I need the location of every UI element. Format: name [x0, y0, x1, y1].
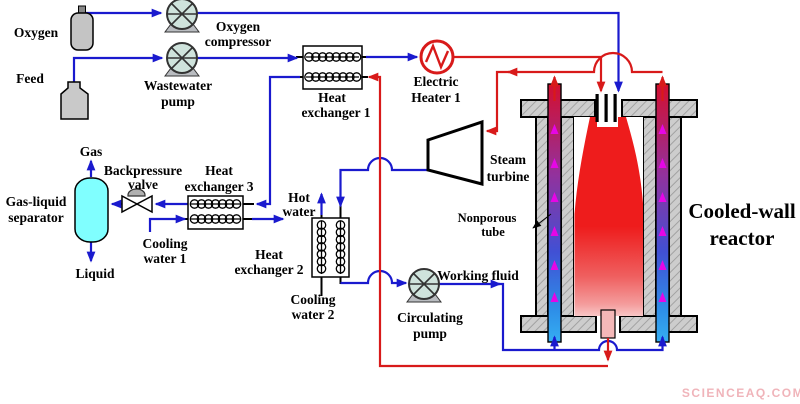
electric-heater-1	[419, 39, 455, 75]
nonporous-tube-label-1: Nonporous	[458, 211, 517, 225]
nonporous-tube-pointer	[532, 213, 552, 229]
heat-exchanger-3-label-2: exchanger 3	[184, 179, 253, 194]
working-fluid-label: Working fluid	[437, 268, 519, 283]
heat-exchanger-1-label-2: exchanger 1	[301, 105, 370, 120]
reactor-bottom-outlet	[600, 309, 616, 339]
cooling-water-2-label-2: water 2	[292, 307, 335, 322]
oxygen-compressor-label-2: compressor	[205, 34, 272, 49]
oxygen-compressor	[164, 0, 200, 33]
hx2-to-pump-line	[340, 269, 408, 288]
hx1-to-hx3-line	[255, 75, 300, 209]
steam-turbine-label-2: turbine	[487, 169, 530, 184]
oxygen-compressor-label-1: Oxygen	[216, 19, 261, 34]
oxygen-cylinder	[70, 5, 94, 51]
liquid-label: Liquid	[75, 266, 115, 281]
oxygen-to-compressor-line	[80, 8, 163, 20]
heater-to-reactor-line	[453, 55, 606, 93]
heat-exchanger-2-label-1: Heat	[255, 247, 283, 262]
gas-liquid-separator-label-2: separator	[8, 210, 63, 225]
channel-flow-arrows	[550, 124, 667, 302]
electric-heater-1-label-1: Electric	[414, 74, 459, 89]
turbine-exhaust-line	[336, 156, 428, 208]
circulating-pump-label-2: pump	[413, 326, 447, 341]
feed-tank	[60, 81, 89, 120]
blue-flow-lines	[72, 8, 667, 352]
gas-liquid-separator	[74, 177, 109, 243]
effluent-to-hx1-line	[367, 72, 608, 368]
electric-heater-1-label-2: Heater 1	[411, 90, 461, 105]
gas-label: Gas	[80, 144, 103, 159]
steam-header-line	[506, 51, 663, 77]
steam-to-turbine-line	[485, 70, 509, 136]
reactor-outer-wall-left	[535, 116, 549, 317]
cooled-wall-reactor-label-2: reactor	[710, 226, 775, 250]
reactor-inner-wall-left	[560, 116, 575, 317]
cooled-wall-reactor-label-1: Cooled-wall	[688, 199, 795, 223]
cooling-water-2-label-1: Cooling	[290, 292, 335, 307]
circulating-pump	[406, 268, 442, 303]
steam-turbine-label-1: Steam	[490, 152, 527, 167]
heat-exchanger-1	[302, 45, 363, 90]
cooling-channel-right	[655, 83, 670, 343]
red-flow-lines	[367, 51, 667, 368]
circulating-pump-label-1: Circulating	[397, 310, 463, 325]
working-fluid-to-reactor-line	[497, 282, 667, 352]
feed-to-pump-line	[72, 53, 164, 83]
hot-water-label-1: Hot	[288, 190, 310, 205]
reactor-injector-port	[595, 94, 617, 122]
compressor-to-reactor-line	[197, 11, 623, 93]
wastewater-pump-label-2: pump	[161, 94, 195, 109]
reactor-inner-wall-right	[642, 116, 657, 317]
wastewater-pump-label-1: Wastewater	[144, 78, 212, 93]
cooling-water-1-label-1: Cooling	[142, 236, 187, 251]
cooling-water1-line	[148, 214, 187, 232]
backpressure-valve	[121, 188, 153, 214]
reactor-flame	[574, 117, 643, 316]
cooling-channel-left	[547, 83, 562, 343]
nonporous-tube-label-2: tube	[481, 225, 505, 239]
gas-liquid-separator-label-1: Gas-liquid	[6, 194, 67, 209]
hot-water-label-2: water	[283, 204, 316, 219]
heat-exchanger-2-label-2: exchanger 2	[234, 262, 303, 277]
backpressure-valve-label-1: Backpressure	[104, 163, 182, 178]
oxygen-label: Oxygen	[14, 25, 59, 40]
wastewater-pump	[164, 42, 200, 77]
cooled-wall-reactor	[520, 83, 698, 343]
heat-exchanger-3	[187, 195, 244, 230]
cooling-water-1-label-2: water 1	[144, 251, 187, 266]
steam-turbine	[426, 119, 484, 186]
heat-exchanger-3-label-1: Heat	[205, 163, 233, 178]
backpressure-valve-label-2: valve	[128, 177, 158, 192]
heat-exchanger-2	[311, 217, 350, 278]
feed-label: Feed	[16, 71, 44, 86]
watermark: SCIENCEAQ.COM	[682, 386, 800, 400]
heat-exchanger-1-label-1: Heat	[318, 90, 346, 105]
reactor-outer-wall-right	[668, 116, 682, 317]
